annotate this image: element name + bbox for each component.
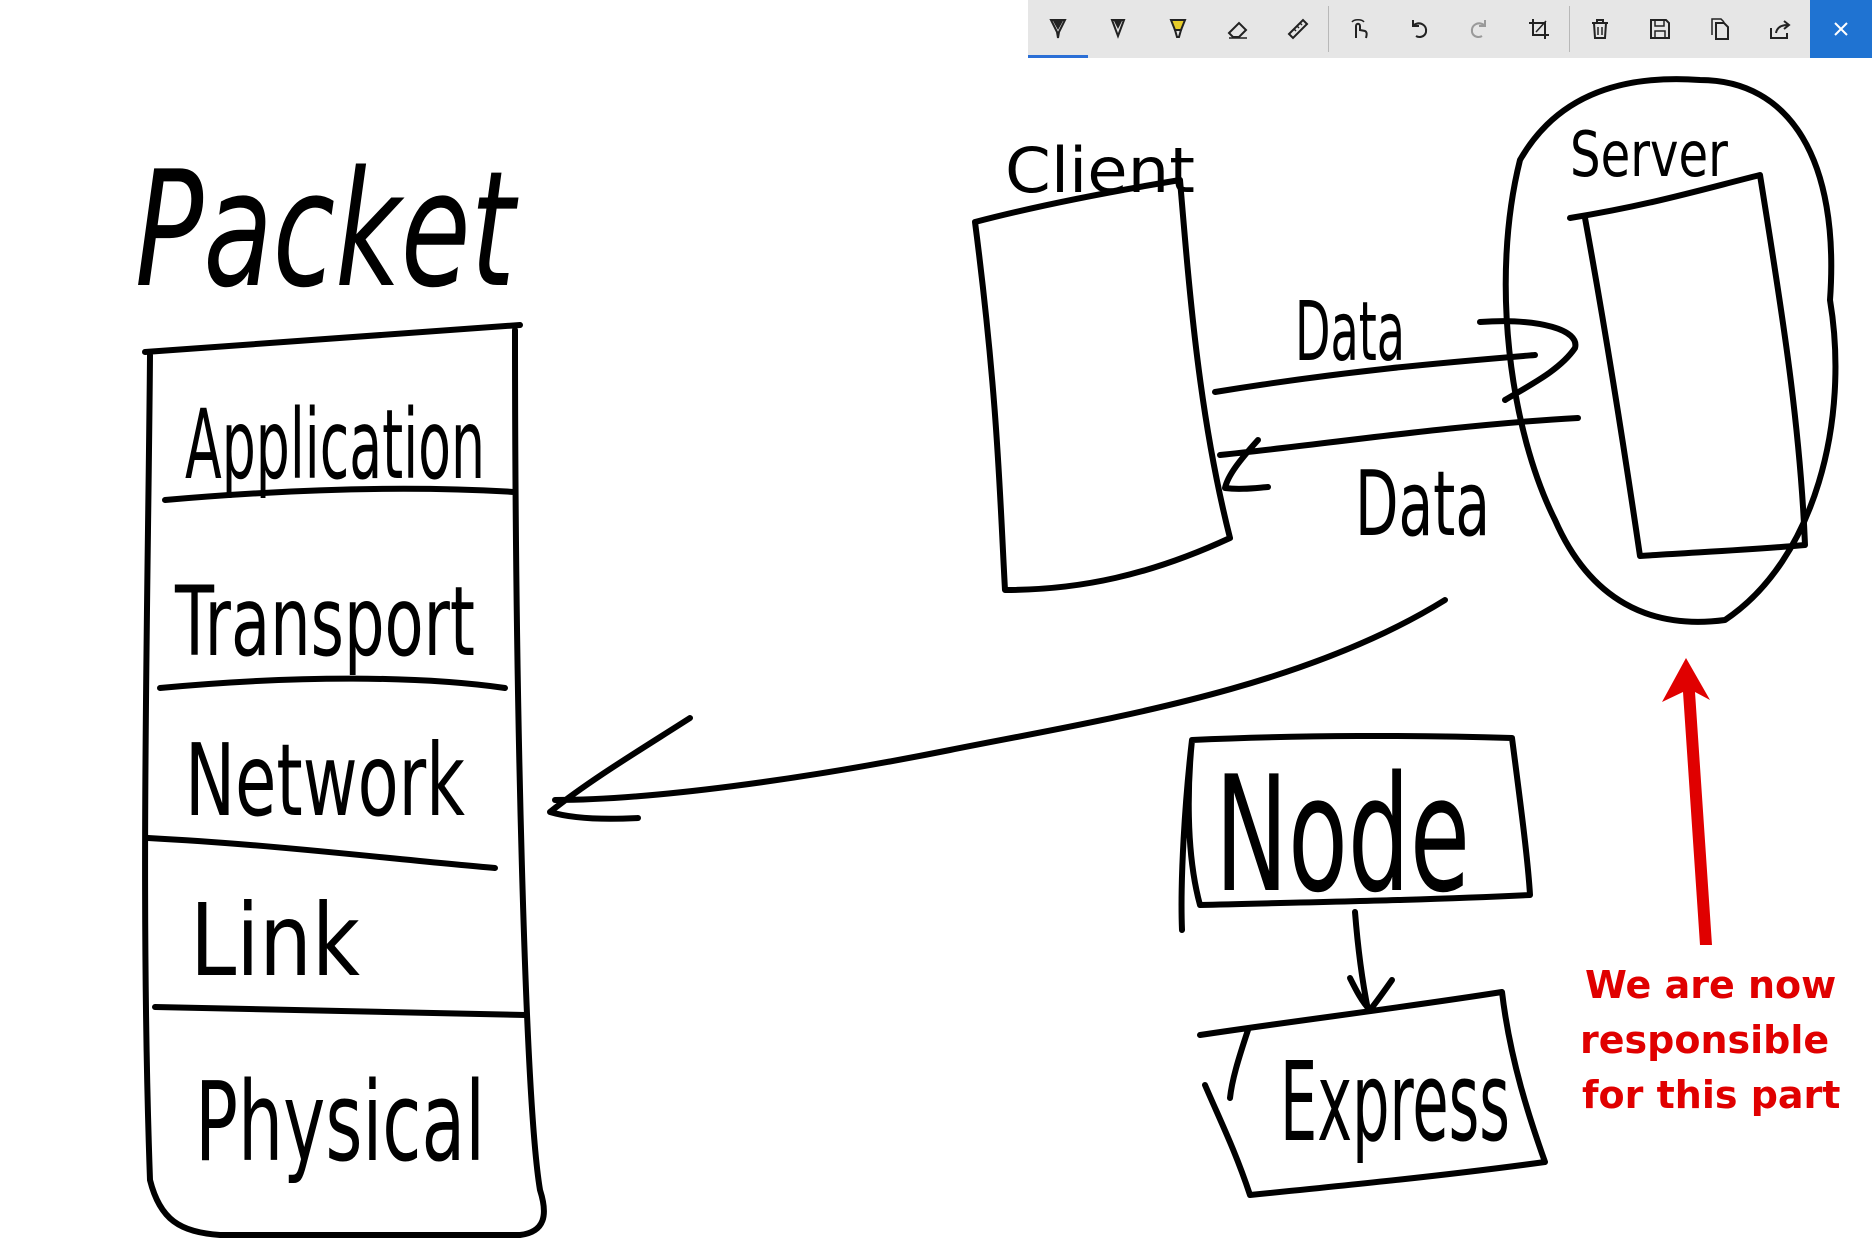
packet-title: Packet [135,136,519,323]
ink-toolbar [1028,0,1872,58]
request-arrow [1212,318,1579,403]
delete-button[interactable] [1570,0,1630,58]
callout-line-3: for this part [1582,1073,1840,1117]
share-button[interactable] [1750,0,1810,58]
server-box [1567,172,1808,559]
pen-icon [1049,19,1067,39]
layer-divider [162,485,518,503]
touch-writing-button[interactable] [1329,0,1389,58]
server-circle [1502,76,1839,625]
layer-network: Network [185,722,465,839]
response-arrow [1217,415,1581,492]
highlighter-icon [1169,19,1187,38]
save-button[interactable] [1630,0,1690,58]
toolbar-separator [1328,6,1329,52]
close-button[interactable] [1810,0,1872,58]
pencil-icon [1110,19,1126,39]
touch-writing-icon [1351,19,1368,39]
layer-physical: Physical [195,1058,485,1186]
undo-icon [1412,20,1428,38]
packet-stack-outline [142,322,547,1238]
ballpoint-pen-button[interactable] [1028,0,1088,58]
eraser-button[interactable] [1208,0,1268,58]
ruler-icon [1287,18,1309,40]
data-request-label: Data [1295,285,1405,380]
crop-icon [1529,19,1549,39]
node-label: Node [1215,741,1470,928]
save-icon [1650,19,1670,39]
server-label: Server [1570,118,1728,191]
data-response-label: Data [1355,452,1490,557]
layer-transport: Transport [174,566,475,678]
highlighter-button[interactable] [1148,0,1208,58]
callout-arrow [1662,658,1712,945]
layer-link: Link [190,882,360,999]
express-label: Express [1280,1038,1510,1166]
pencil-button[interactable] [1088,0,1148,58]
redo-icon [1470,20,1486,38]
undo-button[interactable] [1389,0,1449,58]
node-box [1178,732,1533,933]
redo-button[interactable] [1449,0,1509,58]
ruler-button[interactable] [1268,0,1328,58]
layer-divider [145,835,498,871]
layer-divider [157,675,508,691]
layer-divider [152,1004,528,1018]
client-box [972,177,1233,593]
eraser-icon [1227,21,1248,39]
callout-line-1: We are now [1585,963,1836,1007]
layer-application: Application [185,389,485,501]
copy-button[interactable] [1690,0,1750,58]
crop-button[interactable] [1509,0,1569,58]
express-box [1197,989,1548,1198]
client-label: Client [1005,134,1195,207]
packet-arrow [547,597,1448,822]
copy-icon [1711,18,1729,40]
callout-line-2: responsible [1580,1018,1829,1062]
share-icon [1770,20,1791,39]
toolbar-separator [1569,6,1570,52]
close-icon [1834,22,1848,36]
trash-icon [1592,19,1608,39]
